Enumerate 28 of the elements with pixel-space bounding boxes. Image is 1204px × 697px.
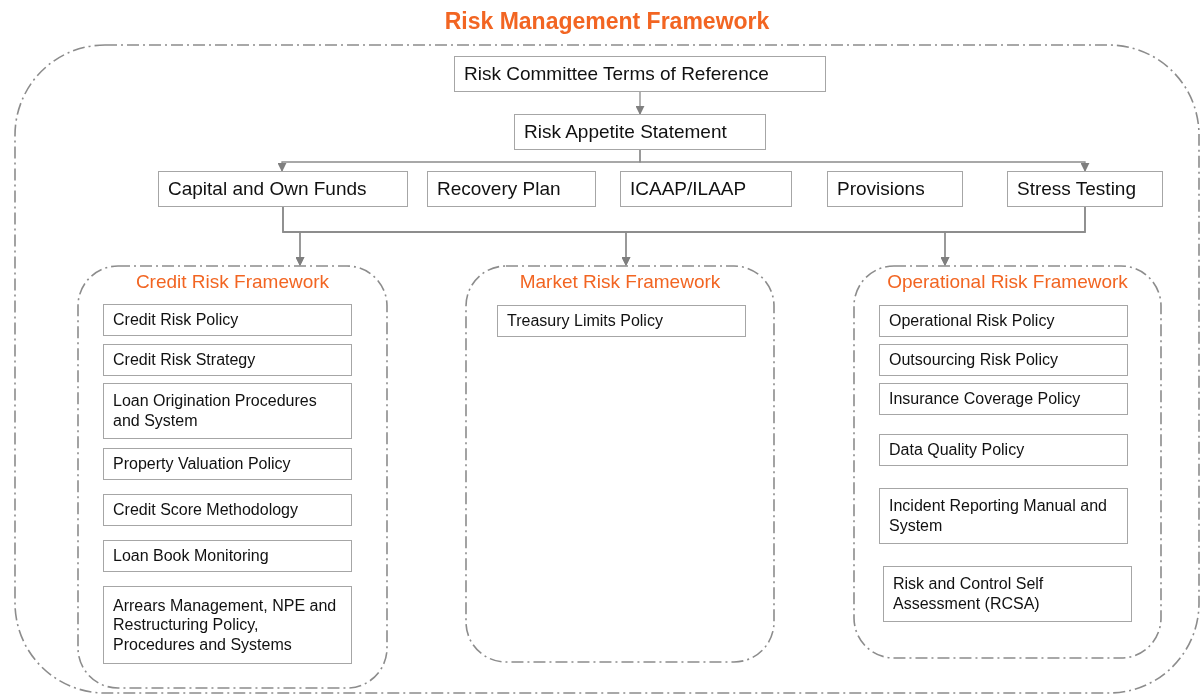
policy-box: Treasury Limits Policy <box>497 305 746 337</box>
policy-box: Provisions <box>827 171 963 207</box>
policy-box: Credit Score Methodology <box>103 494 352 526</box>
policy-box: Operational Risk Policy <box>879 305 1128 337</box>
framework-heading: Risk Management Framework <box>443 8 771 35</box>
policy-box: Credit Risk Strategy <box>103 344 352 376</box>
policy-box: Property Valuation Policy <box>103 448 352 480</box>
policy-box: ICAAP/ILAAP <box>620 171 792 207</box>
policy-box: Insurance Coverage Policy <box>879 383 1128 415</box>
connector-arrow <box>635 91 645 115</box>
policy-box: Arrears Management, NPE and Restructuring Policy, Procedures and Systems <box>103 586 352 664</box>
policy-box: Risk Committee Terms of Reference <box>454 56 826 92</box>
policy-box: Data Quality Policy <box>879 434 1128 466</box>
policy-box: Risk and Control Self Assessment (RCSA) <box>883 566 1132 622</box>
connector-arrow <box>639 149 1090 172</box>
policy-box: Loan Book Monitoring <box>103 540 352 572</box>
policy-box: Stress Testing <box>1007 171 1163 207</box>
policy-box: Recovery Plan <box>427 171 596 207</box>
policy-box: Incident Reporting Manual and System <box>879 488 1128 544</box>
connector-arrow <box>940 206 1086 266</box>
framework-heading: Credit Risk Framework <box>134 271 331 293</box>
framework-heading: Operational Risk Framework <box>886 271 1129 293</box>
framework-heading: Market Risk Framework <box>518 271 722 293</box>
policy-box: Credit Risk Policy <box>103 304 352 336</box>
policy-box: Risk Appetite Statement <box>514 114 766 150</box>
policy-box: Capital and Own Funds <box>158 171 408 207</box>
policy-box: Loan Origination Procedures and System <box>103 383 352 439</box>
policy-box: Outsourcing Risk Policy <box>879 344 1128 376</box>
